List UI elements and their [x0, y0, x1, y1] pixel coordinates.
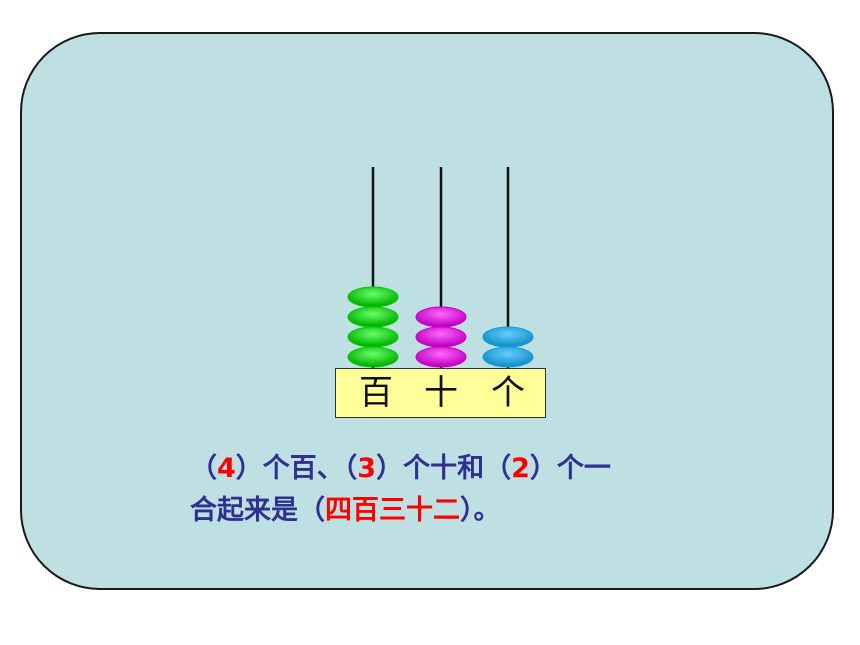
abacus-bead-tens: [415, 346, 467, 368]
sentence-line-1: （4）个百、（3）个十和（2）个一: [190, 452, 611, 486]
answer-number-words: 四百三十二: [325, 495, 460, 526]
text-segment: （: [190, 453, 217, 484]
abacus-bead-hundreds: [347, 306, 399, 328]
abacus-bead-hundreds: [347, 346, 399, 368]
answer-tens-count: 3: [357, 453, 377, 484]
text-segment: ）个十和（: [376, 453, 512, 484]
abacus-bead-ones: [482, 346, 534, 368]
text-segment: ）个一: [529, 453, 611, 484]
place-value-label-box: [335, 368, 546, 418]
text-segment: ）个百、（: [235, 453, 358, 484]
label-hundreds: 百: [359, 373, 393, 413]
abacus-bead-hundreds: [347, 286, 399, 308]
label-ones: 个: [491, 373, 525, 413]
answer-hundreds-count: 4: [217, 453, 236, 484]
label-tens: 十: [424, 373, 458, 413]
abacus-bead-tens: [415, 326, 467, 348]
answer-ones-count: 2: [511, 453, 530, 484]
sentence-line-2: 合起来是（四百三十二）。: [190, 494, 501, 528]
abacus-bead-hundreds: [347, 326, 399, 348]
abacus-bead-tens: [415, 306, 467, 328]
text-segment: 合起来是（: [190, 495, 325, 526]
text-segment: ）。: [460, 495, 501, 526]
abacus-bead-ones: [482, 326, 534, 348]
